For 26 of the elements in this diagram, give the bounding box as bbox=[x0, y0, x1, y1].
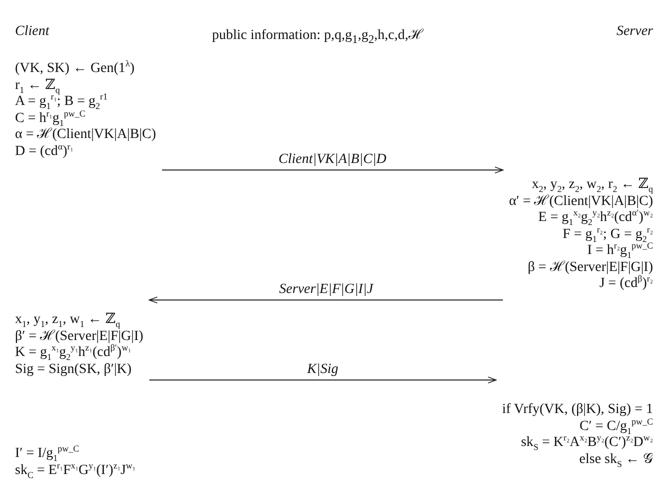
party-heading: Server bbox=[616, 24, 653, 40]
formula-line: α′ = ℋ(Client|VK|A|B|C) bbox=[508, 194, 653, 210]
formula-line: D = (cd$^{α}$)$^{r₁}$ bbox=[15, 144, 74, 160]
formula-line: E = g$_{1}$$^{x₂}$g$_{2}$$^{y₂}$h$^{z₂}$(cd$^{α′}$)$^{w₂}$ bbox=[538, 210, 653, 226]
public-info-text: public information: p,q,g$_{1}$,g$_{2}$,h,c,d,ℋ bbox=[212, 27, 424, 46]
formula-line: β = ℋ(Server|E|F|G|I) bbox=[528, 260, 653, 275]
formula-line: r$_{1}$ ← ℤ$_{q}$ bbox=[15, 78, 60, 94]
edge-label: Server|E|F|G|I|J bbox=[277, 282, 376, 298]
formula-line: Sig = Sign(SK, β′|K) bbox=[15, 362, 132, 378]
message-arrow bbox=[162, 166, 504, 174]
formula-line: sk$_{C}$ = E$^{r₁}$F$^{x₁}$G$^{y₁}$(I′)$^{z₁}$J$^{w₁}$ bbox=[15, 462, 136, 479]
edge-label: Client|VK|A|B|C|D bbox=[276, 152, 388, 168]
edge-label: K|Sig bbox=[305, 362, 340, 378]
formula-line: (VK, SK) ← Gen(1$^{λ}$) bbox=[15, 61, 134, 78]
message-arrow bbox=[148, 376, 497, 384]
formula-line: else sk$_{S}$ ← 𝒢 bbox=[579, 452, 653, 468]
formula-line: if Vrfy(VK, (β|K), Sig) = 1 bbox=[502, 402, 653, 418]
formula-line: sk$_{S}$ = K$^{r₂}$A$^{x₂}$B$^{y₂}$(C′)$^{z₂}$D$^{w₂}$ bbox=[520, 435, 653, 452]
party-heading: Client bbox=[15, 24, 50, 40]
formula-line: β′ = ℋ(Server|E|F|G|I) bbox=[15, 328, 144, 344]
formula-line: x$_{2}$, y$_{2}$, z$_{2}$, w$_{2}$, r$_{2}$ ← ℤ$_{q}$ bbox=[532, 177, 653, 194]
formula-line: x$_{1}$, y$_{1}$, z$_{1}$, w$_{1}$ ← ℤ$_{q}$ bbox=[15, 312, 120, 328]
formula-line: α = ℋ(Client|VK|A|B|C) bbox=[15, 127, 156, 144]
formula-line: K = g$_{1}$$^{x₁}$g$_{2}$$^{y₁}$h$^{z₁}$(cd$^{β′}$)$^{w₁}$ bbox=[15, 345, 132, 362]
message-arrow bbox=[148, 296, 504, 304]
formula-line: J = (cd$^{β}$)$^{r₂}$ bbox=[599, 276, 653, 292]
